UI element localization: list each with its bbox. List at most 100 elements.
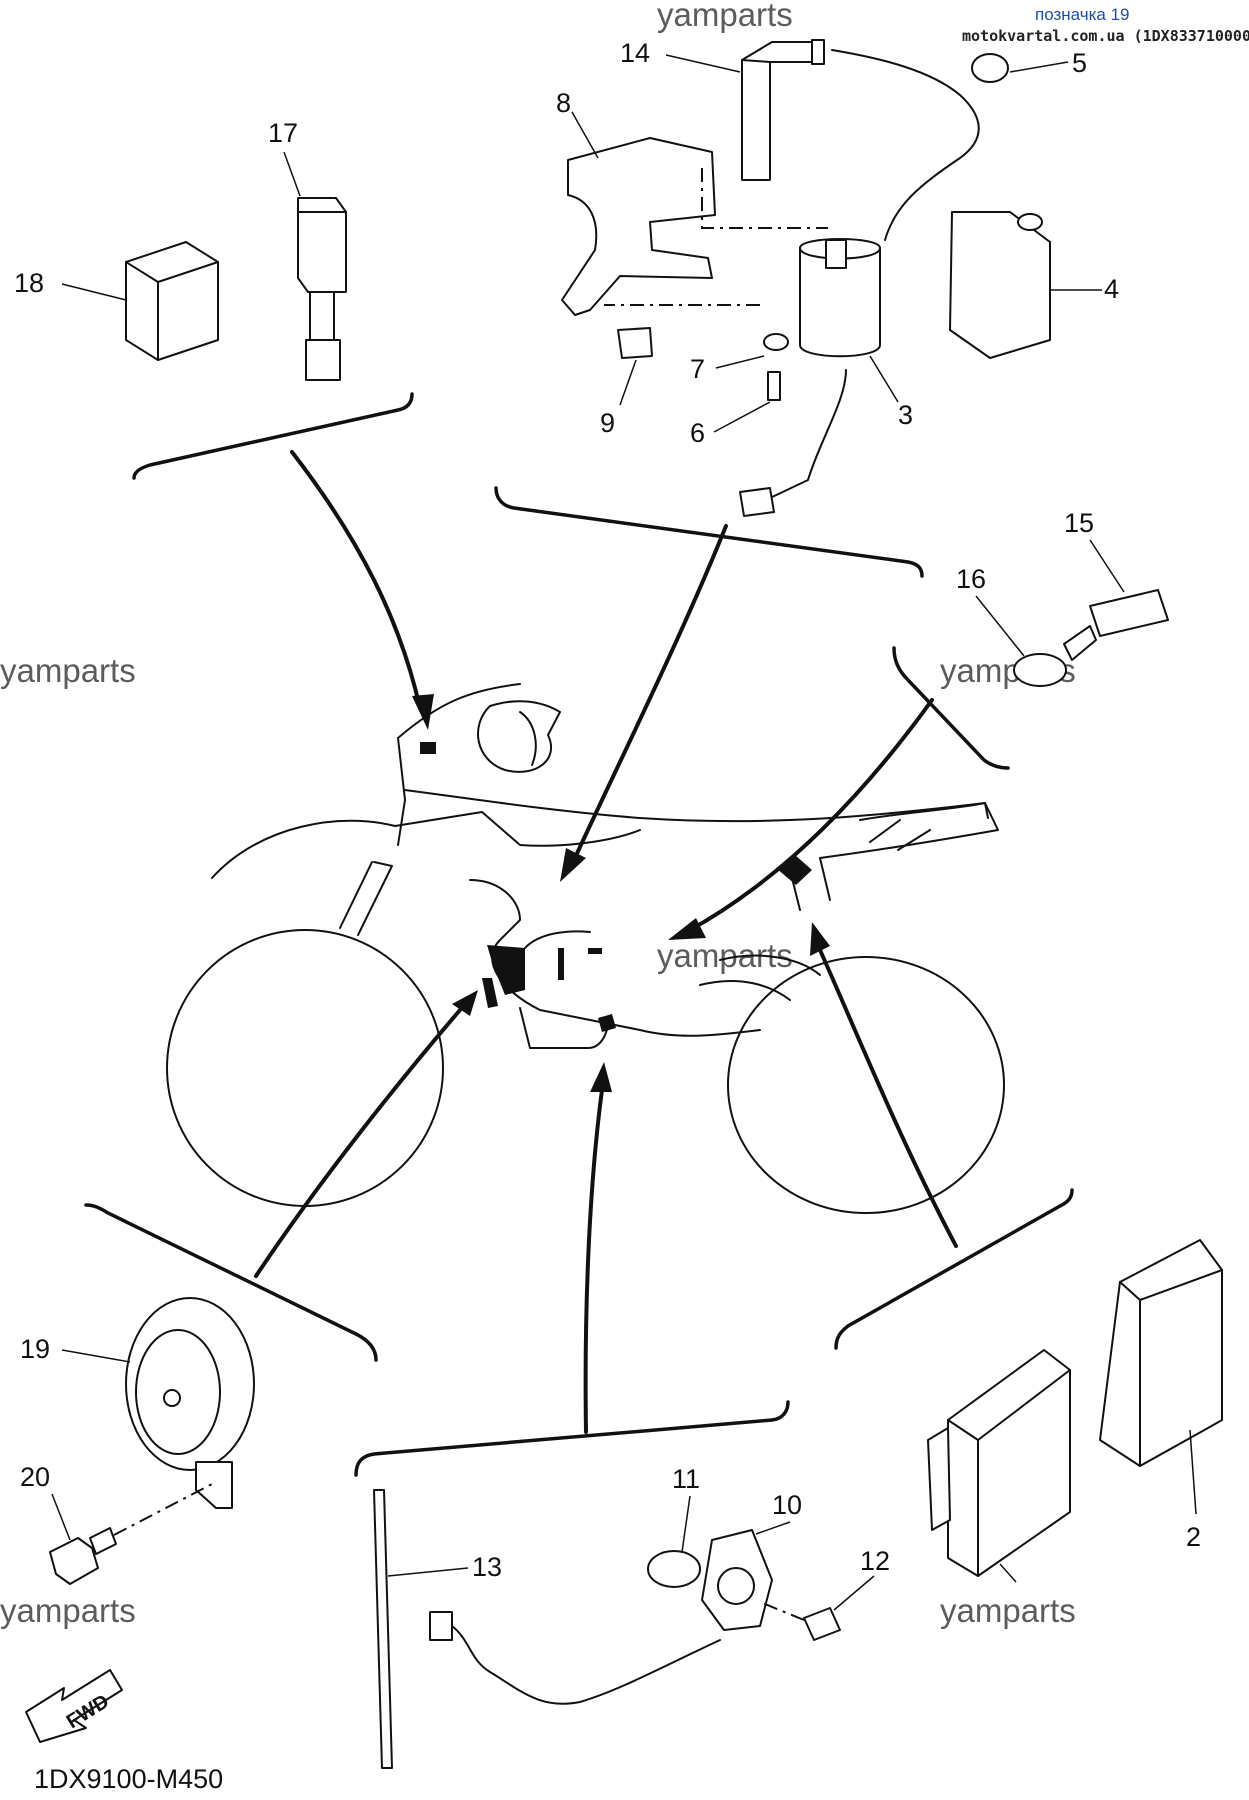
leader-20 <box>51 1493 71 1541</box>
arrow-relay <box>290 450 422 710</box>
reference-code: 1DX9100-M450 <box>34 1764 223 1794</box>
leader-5 <box>1009 61 1069 73</box>
gasket-16 <box>1013 653 1067 687</box>
ignition-coil-3-plug <box>739 487 775 517</box>
callout-12: 12 <box>860 1546 890 1576</box>
callout-4: 4 <box>1104 274 1119 304</box>
header-mark: позначка 19 <box>1035 5 1130 24</box>
ignition-coil-group <box>494 39 1051 578</box>
tail <box>859 802 989 821</box>
plug-cap-14 <box>741 59 771 181</box>
neutral-switch-10-body <box>717 1567 755 1605</box>
number-plate <box>397 683 521 846</box>
ignition-coil-3-lead <box>769 369 847 499</box>
leader-8 <box>571 111 599 159</box>
callout-15: 15 <box>1064 508 1094 538</box>
front-fender <box>211 811 641 879</box>
callout-17: 17 <box>268 118 298 148</box>
plug-cap-14-elbow <box>741 41 813 63</box>
callout-7: 7 <box>690 354 705 384</box>
location-neutral-switch <box>598 1014 616 1032</box>
bracket-relay-group <box>132 392 414 480</box>
coil-cover-4 <box>949 211 1051 359</box>
sensor-group <box>892 589 1169 770</box>
arrow-switch <box>583 1088 604 1434</box>
watermark-center: yamparts <box>657 937 793 974</box>
bolt-20-shank <box>89 1527 117 1555</box>
holder-2-edges <box>1119 1269 1223 1467</box>
fwd-badge: FWD <box>25 1669 123 1743</box>
bracket-horn-group <box>84 1203 378 1362</box>
location-horn <box>482 978 498 1008</box>
side-cover-lines <box>869 819 931 851</box>
location-sensor <box>588 948 602 954</box>
bracket-coil-group <box>494 486 924 578</box>
horn-19-rim <box>135 1329 221 1455</box>
dash-coil-to-bracket <box>701 168 828 229</box>
callout-20: 20 <box>20 1462 50 1492</box>
location-cdi <box>776 855 812 885</box>
leader-13 <box>387 1567 469 1577</box>
callout-5: 5 <box>1072 48 1087 78</box>
arrowhead-sensor <box>668 918 706 940</box>
fork-guard <box>339 861 393 936</box>
switch-lead <box>451 1625 721 1705</box>
callout-11: 11 <box>672 1464 700 1494</box>
relay-group <box>125 197 414 480</box>
leader-16 <box>975 595 1025 657</box>
leader-9 <box>619 359 637 406</box>
horn-19 <box>125 1297 255 1471</box>
arrowhead-horn <box>452 990 478 1016</box>
cdi-unit-edges <box>947 1369 1071 1577</box>
ignition-coil-3-terminal <box>825 239 847 269</box>
motorcycle-outline <box>166 683 1005 1214</box>
arrowhead-coil <box>560 848 586 882</box>
dash-horn-bolt <box>113 1483 213 1536</box>
leader-12 <box>833 1575 875 1611</box>
screw-12 <box>803 1607 841 1641</box>
handlebar-assembly <box>477 700 561 773</box>
grommet-5 <box>971 53 1009 83</box>
arrow-sensor <box>688 698 934 932</box>
coil-cover-4-boss <box>1017 213 1043 231</box>
leader-17 <box>283 151 301 197</box>
arrowhead-switch <box>590 1062 612 1092</box>
fwd-arrow-icon <box>25 1669 123 1743</box>
leader-18 <box>61 283 127 301</box>
header-site: motokvartal.com.ua (1DX833710000) <box>962 27 1249 45</box>
leader-7 <box>715 355 765 369</box>
relay-unit-18 <box>125 241 219 361</box>
washer-7 <box>763 333 789 351</box>
callout-10: 10 <box>772 1490 802 1520</box>
bracket-switch-group <box>354 1400 790 1477</box>
callout-18: 18 <box>14 268 44 298</box>
location-relay <box>420 742 436 754</box>
horn-19-bracket <box>195 1461 233 1509</box>
cdi-unit-connector <box>927 1427 951 1531</box>
neutral-switch-10 <box>701 1529 773 1631</box>
leader-14 <box>665 54 741 73</box>
hightension-lead <box>831 49 980 241</box>
bolt-9 <box>617 327 653 359</box>
screw-6 <box>767 371 781 401</box>
cable-tie-13 <box>373 1489 393 1769</box>
callout-2: 2 <box>1186 1522 1201 1552</box>
callout-9: 9 <box>600 408 615 438</box>
dash-switch-screw <box>759 1601 805 1621</box>
flasher-relay-17-leads <box>297 211 347 341</box>
neutral-switch-group <box>354 1400 841 1769</box>
location-coil-lead <box>524 930 591 949</box>
location-ignition-coil <box>487 945 525 995</box>
tank-and-seat <box>404 789 999 859</box>
leader-11 <box>681 1495 691 1553</box>
flasher-relay-17 <box>297 197 347 293</box>
switch-15-tip <box>1063 625 1097 661</box>
callout-19: 19 <box>20 1334 50 1364</box>
ignition-coil-3 <box>799 238 881 358</box>
watermark-right-bottom: yamparts <box>940 1592 1076 1629</box>
cdi-group <box>834 1188 1223 1577</box>
leader-6 <box>713 401 771 433</box>
callout-3: 3 <box>898 400 913 430</box>
